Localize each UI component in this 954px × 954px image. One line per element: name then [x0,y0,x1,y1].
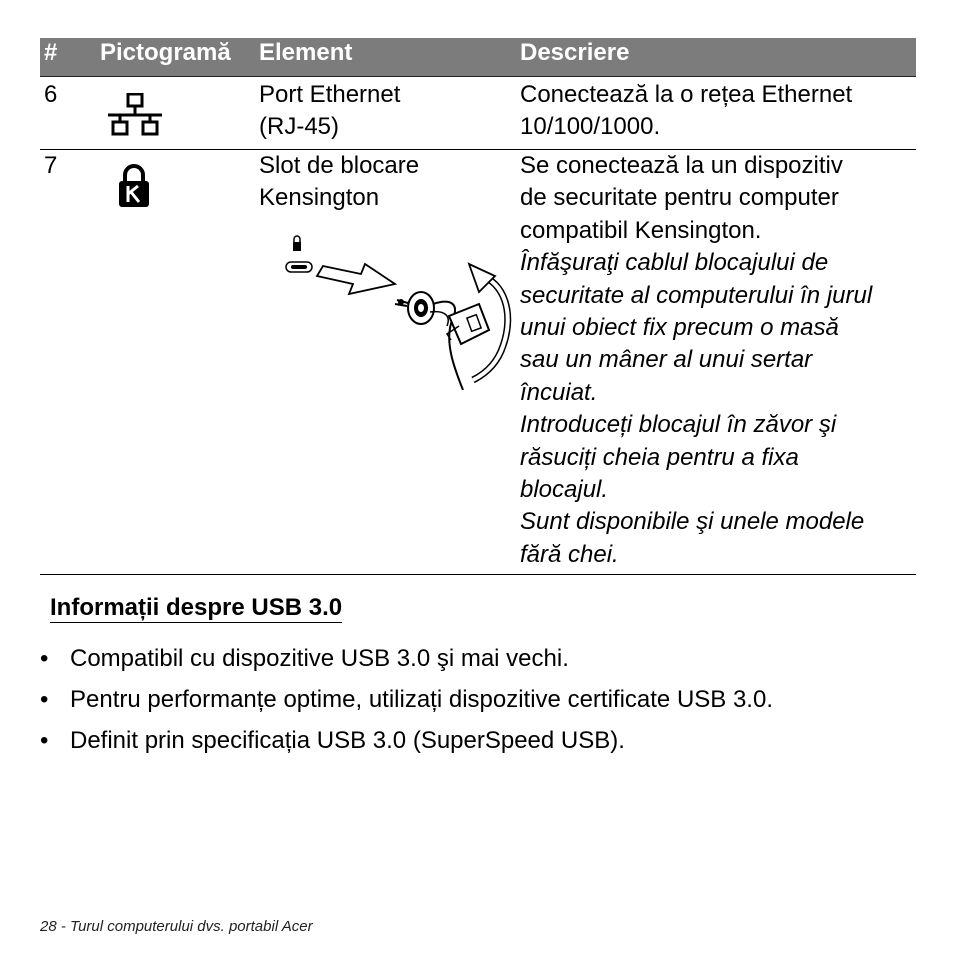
element-line: Slot de blocare [259,152,420,179]
element-line: Kensington [259,184,380,212]
bullet-text: Pentru performanțe optime, utilizați dis… [70,686,773,713]
description-italic-line: blocajul. [520,476,609,504]
description-line: Se conectează la un dispozitiv [520,152,843,179]
element-line: Port Ethernet [259,81,401,108]
header-description: Descriere [520,39,630,66]
description-italic-line: Sunt disponibile şi unele modele [520,508,865,536]
header-icon: Pictogramă [100,39,231,66]
ports-table: # Pictogramă Element Descriere 6 Port Et… [40,38,916,575]
bullet-text: Compatibil cu dispozitive USB 3.0 şi mai… [70,645,569,672]
ethernet-network-icon [106,92,164,142]
description-italic-line: răsuciți cheia pentru a fixa [520,443,799,471]
table-header: # Pictogramă Element Descriere [40,38,916,77]
description-line: de securitate pentru computer [520,184,839,212]
description-line: 10/100/1000. [520,113,661,141]
row-description: Se conectează la un dispozitiv de securi… [520,150,916,571]
lock-installation-illustration [283,230,519,395]
description-line: compatibil Kensington. [520,216,762,244]
bullet-text: Definit prin specificația USB 3.0 (Super… [70,727,625,754]
page-footer: 28 - Turul computerului dvs. portabil Ac… [40,918,313,935]
description-italic-line: sau un mâner al unui sertar [520,346,813,374]
bullet-icon: • [40,686,49,713]
header-number: # [44,39,58,66]
row-element: Port Ethernet (RJ-45) [259,79,509,144]
row-element: Slot de blocare Kensington [259,150,509,215]
description-italic-line: încuiat. [520,378,598,406]
description-italic-line: Înfăşuraţi cablul blocajului de [520,249,829,277]
description-italic-line: fără chei. [520,540,619,568]
element-line: (RJ-45) [259,113,340,141]
description-italic-line: unui obiect fix precum o masă [520,314,839,342]
header-element: Element [259,39,353,66]
description-line: Conectează la o rețea Ethernet [520,81,853,108]
table-row: 7 Slot de blocare Kensington [40,150,916,575]
bullet-icon: • [40,727,49,754]
kensington-lock-icon [117,164,151,213]
section-title: Informații despre USB 3.0 [50,594,343,623]
row-number: 7 [44,152,58,179]
row-number: 6 [44,81,58,108]
bullet-icon: • [40,645,49,672]
table-row: 6 Port Ethernet (RJ-45) Conectează la o … [40,77,916,150]
description-italic-line: securitate al computerului în jurul [520,281,873,309]
description-italic-line: Introduceți blocajul în zăvor şi [520,411,837,439]
row-description: Conectează la o rețea Ethernet 10/100/10… [520,79,916,144]
